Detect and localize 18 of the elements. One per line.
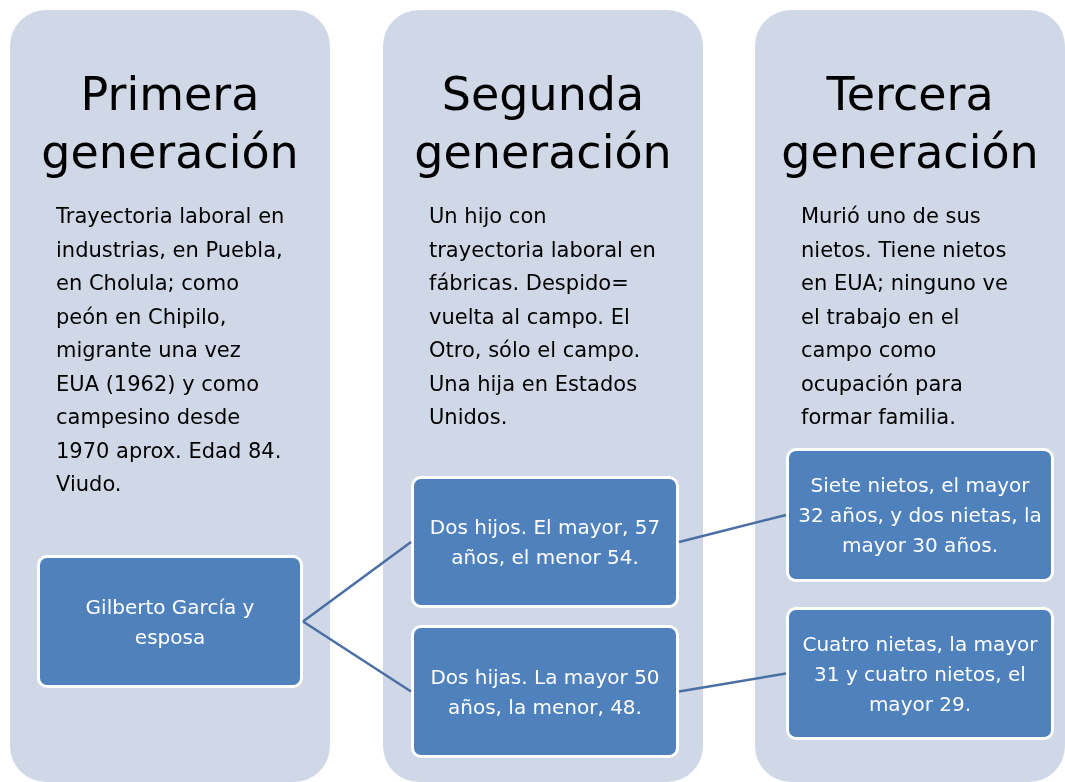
column-panel [383,10,703,782]
description-text: Murió uno de sus nietos. Tiene nietos en EUA; ninguno ve el trabajo en el campo como ocupación para formar familia. [801,203,1009,431]
family-box: Cuatro nietas, la mayor 31 y cuatro nietos, el mayor 29. [786,607,1054,740]
family-box: Siete nietos, el mayor 32 años, y dos nietas, la mayor 30 años. [786,448,1054,582]
column-heading: Segunda generación [413,66,673,181]
family-box: Dos hijas. La mayor 50 años, la menor, 48. [411,625,679,758]
column-panel [10,10,330,782]
family-box: Gilberto García y esposa [37,555,303,688]
connector-line [302,541,412,623]
connector-line [302,620,412,693]
description-text: Trayectoria laboral en industrias, en Puebla, en Cholula; como peón en Chipilo, migrante una vez EUA (1962) y como campesino desde 1970 aprox. Edad 84. Viudo. [56,203,286,498]
column-heading: Tercera generación [780,66,1040,181]
connector-line [678,513,787,544]
column-panel [755,10,1065,782]
description-text: Un hijo con trayectoria laboral en fábricas. Despido= vuelta al campo. El Otro, sólo el campo. Una hija en Estados Unidos. [429,203,657,431]
column-heading: Primera generación [40,66,300,181]
family-box: Dos hijos. El mayor, 57 años, el menor 54. [411,476,679,608]
connector-line [678,672,787,693]
